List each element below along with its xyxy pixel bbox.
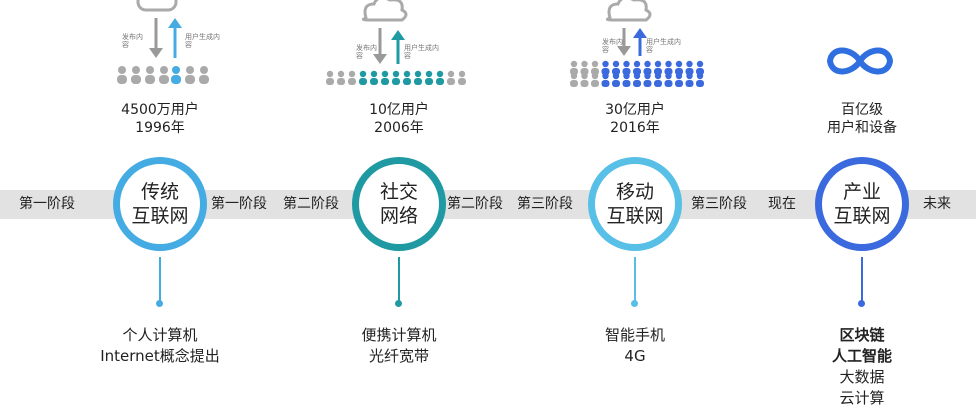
stage2-publish-label: 发布内容 xyxy=(356,44,377,60)
band-label-stage3-end: 第三阶段 xyxy=(688,190,750,219)
stage1-ugc-label: 用户生成内容 xyxy=(185,33,220,49)
stage2-circle: 社交 网络 xyxy=(352,157,446,251)
stage4-tech-line2: 人工智能 xyxy=(831,347,892,365)
stage1-publish-label: 发布内容 xyxy=(122,33,143,49)
band-label-stage2: 第二阶段 xyxy=(280,190,342,219)
stage3-ugc-label: 用户生成内容 xyxy=(646,38,681,54)
stage1-dot xyxy=(156,300,163,307)
stage2-title-line2: 网络 xyxy=(379,205,418,227)
stage2-year: 2006年 xyxy=(374,120,424,136)
people-row-icon xyxy=(117,66,209,84)
down-arrow-icon xyxy=(373,28,387,64)
cloud-icon xyxy=(136,0,178,12)
band-label-stage2-end: 第二阶段 xyxy=(444,190,506,219)
stage3-dot xyxy=(631,300,638,307)
down-arrow-icon xyxy=(617,28,631,56)
stage4-tech: 区块链 人工智能 大数据 云计算 xyxy=(772,325,952,409)
infinity-icon xyxy=(827,47,893,75)
stage2-dot xyxy=(395,300,402,307)
down-arrow-icon xyxy=(149,18,163,58)
stage2-users: 10亿用户 xyxy=(369,102,429,118)
band-label-now: 现在 xyxy=(765,190,799,219)
band-label-stage1: 第一阶段 xyxy=(16,190,78,219)
up-arrow-icon xyxy=(633,28,647,56)
stage4-title-line2: 互联网 xyxy=(833,205,891,227)
stage3-publish-label: 发布内容 xyxy=(602,38,623,54)
stage1-stat: 4500万用户 1996年 xyxy=(90,101,230,137)
stage2-ugc-label: 用户生成内容 xyxy=(404,44,439,60)
stage2-tech-line1: 便携计算机 xyxy=(361,326,437,344)
stage2-tech-line2: 光纤宽带 xyxy=(368,347,429,365)
stage3-year: 2016年 xyxy=(610,120,660,136)
stage4-tech-line3: 大数据 xyxy=(839,368,885,386)
cloud-icon xyxy=(605,0,652,22)
stage1-title-line2: 互联网 xyxy=(131,205,189,227)
stage2-title-line1: 社交 xyxy=(379,181,418,203)
people-row-icon xyxy=(326,70,466,85)
up-arrow-icon xyxy=(391,30,405,64)
band-label-stage3: 第三阶段 xyxy=(514,190,576,219)
stage3-tech-line2: 4G xyxy=(624,347,646,365)
stage3-illustration xyxy=(570,0,704,87)
stage1-tech: 个人计算机 Internet概念提出 xyxy=(70,325,250,367)
stage4-dot xyxy=(858,300,865,307)
stage4-stem xyxy=(861,257,863,303)
stage3-title-line1: 移动 xyxy=(615,181,654,203)
stage1-year: 1996年 xyxy=(135,120,185,136)
stage3-stat: 30亿用户 2016年 xyxy=(565,101,705,137)
stage3-tech: 智能手机 4G xyxy=(545,325,725,367)
stage2-stat: 10亿用户 2006年 xyxy=(329,101,469,137)
stage3-stem xyxy=(634,257,636,303)
stage1-title-line1: 传统 xyxy=(140,181,179,203)
stage4-scope: 用户和设备 xyxy=(827,120,897,136)
stage1-tech-line1: 个人计算机 xyxy=(122,326,198,344)
stage4-circle: 产业 互联网 xyxy=(815,157,909,251)
band-label-future: 未来 xyxy=(920,190,954,219)
stage1-tech-line2: Internet概念提出 xyxy=(100,347,220,365)
stage3-tech-line1: 智能手机 xyxy=(604,326,665,344)
stage4-tech-line4: 云计算 xyxy=(839,389,885,407)
stage3-title-line2: 互联网 xyxy=(606,205,664,227)
stage4-title-line1: 产业 xyxy=(842,181,881,203)
stage3-users: 30亿用户 xyxy=(605,102,665,118)
band-label-stage1-end: 第一阶段 xyxy=(208,190,270,219)
stage1-circle: 传统 互联网 xyxy=(113,157,207,251)
stage2-illustration xyxy=(326,0,466,85)
up-arrow-icon xyxy=(168,18,182,58)
stage4-stat: 百亿级 用户和设备 xyxy=(792,101,932,137)
cloud-icon xyxy=(361,0,408,22)
stage4-tech-line1: 区块链 xyxy=(839,326,885,344)
stage1-illustration xyxy=(117,0,209,84)
stage4-scale: 百亿级 xyxy=(841,102,883,118)
people-row-icon xyxy=(570,60,704,87)
stage1-users: 4500万用户 xyxy=(121,102,199,118)
stage1-stem xyxy=(159,257,161,303)
stage3-circle: 移动 互联网 xyxy=(588,157,682,251)
stage2-stem xyxy=(398,257,400,303)
stage2-tech: 便携计算机 光纤宽带 xyxy=(309,325,489,367)
